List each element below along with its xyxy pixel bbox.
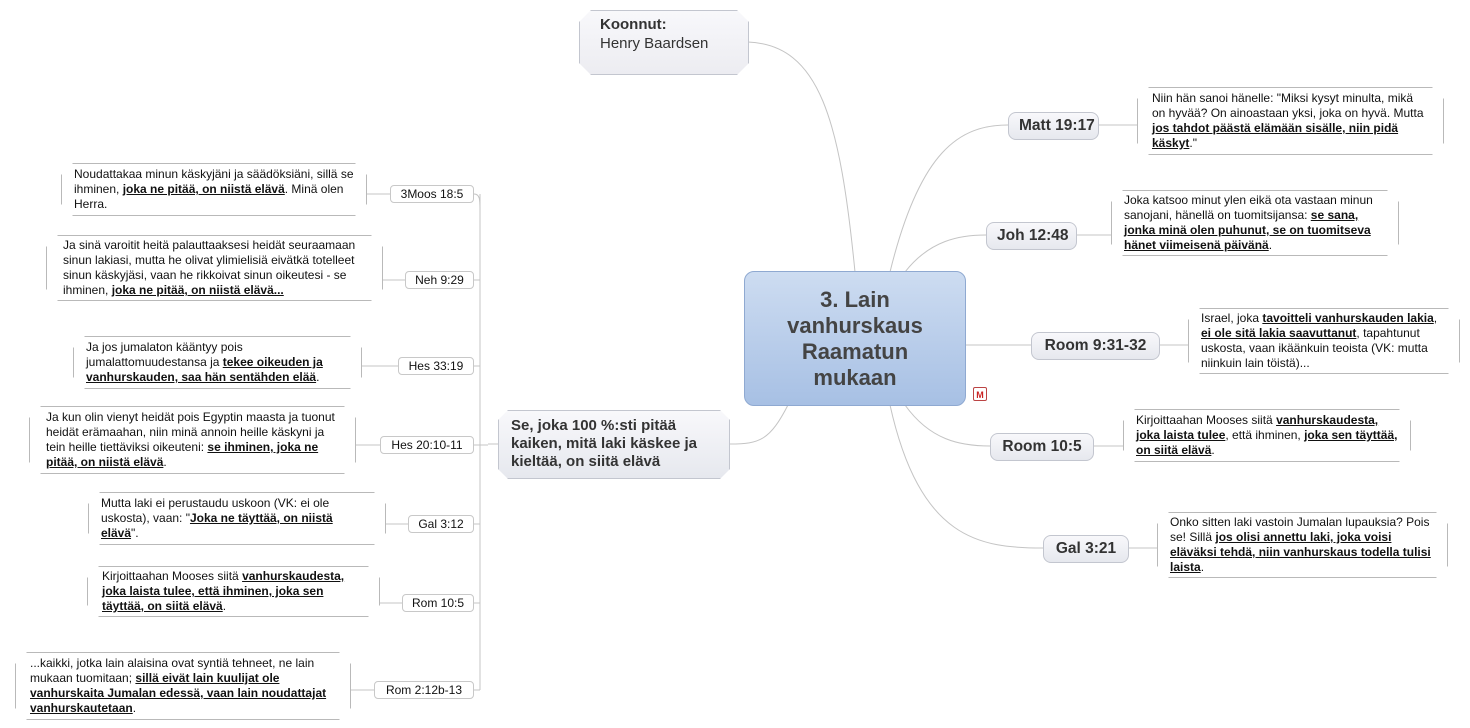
right-ref-label[interactable]: Room 9:31-32 xyxy=(1031,332,1160,360)
note-text: . xyxy=(222,599,227,613)
ref-text: Rom 10:5 xyxy=(411,596,465,610)
emphasized-text: tavoitteli vanhurskauden lakia xyxy=(1262,311,1434,325)
emphasized-text: jos olisi annettu laki, joka voisi elävä… xyxy=(1170,530,1431,574)
emphasized-text: tekee oikeuden ja vanhurskauden, saa hän… xyxy=(86,355,323,384)
right-note: Joka katsoo minut ylen eikä ota vastaan … xyxy=(1111,190,1399,256)
emphasized-text: jos tahdot päästä elämään sisälle, niin … xyxy=(1152,121,1399,150)
note-text: Ja jos jumalaton kääntyy pois jumalattom… xyxy=(86,340,243,369)
mindmap-file-icon[interactable]: M xyxy=(973,387,987,401)
right-ref-label[interactable]: Gal 3:21 xyxy=(1043,535,1129,563)
emphasized-text: joka sen täyttää, on siitä elävä xyxy=(1136,428,1398,457)
emphasized-text: Joka ne täyttää, on niistä elävä xyxy=(101,511,333,540)
central-title: 3. Lain vanhurskaus Raamatun mukaan xyxy=(787,286,923,390)
note-text: Onko sitten laki vastoin Jumalan lupauks… xyxy=(1170,515,1430,544)
left-note: ...kaikki, jotka lain alaisina ovat synt… xyxy=(15,652,351,720)
note-text: , xyxy=(1433,311,1438,325)
note-text: ...kaikki, jotka lain alaisina ovat synt… xyxy=(30,656,315,685)
ref-text: 3Moos 18:5 xyxy=(400,187,464,201)
ref-text: Hes 20:10-11 xyxy=(391,438,463,452)
ref-text: Rom 2:12b-13 xyxy=(385,683,463,697)
note-text: . xyxy=(316,370,320,384)
note-text: . Minä olen Herra. xyxy=(74,182,344,211)
note-text: Kirjoittaahan Mooses siitä xyxy=(102,569,243,583)
ref-text: Gal 3:21 xyxy=(1055,540,1117,557)
left-ref-label[interactable]: Hes 33:19 xyxy=(398,357,474,375)
ref-text: Matt 19:17 xyxy=(1019,117,1095,134)
emphasized-text: sillä eivät lain kuulijat ole vanhurskai… xyxy=(30,671,327,715)
left-ref-label[interactable]: Gal 3:12 xyxy=(408,515,474,533)
right-note: Israel, joka tavoitteli vanhurskauden la… xyxy=(1188,308,1460,374)
note-text: Ja kun olin vienyt heidät pois Egyptin m… xyxy=(46,410,335,454)
ref-text: Room 10:5 xyxy=(1002,438,1082,455)
author-name: Henry Baardsen xyxy=(600,35,709,52)
right-ref-label[interactable]: Joh 12:48 xyxy=(986,222,1077,250)
note-text: . xyxy=(1211,443,1215,457)
left-note: Noudattakaa minun käskyjäni ja säädöksiä… xyxy=(61,163,367,216)
note-text: Ja sinä varoitit heitä palauttaaksesi he… xyxy=(63,238,356,297)
emphasized-text: vanhurskaudesta, joka laista tulee xyxy=(1136,413,1379,442)
note-text: . xyxy=(1268,238,1273,252)
note-text: ." xyxy=(1189,136,1197,150)
central-topic[interactable]: 3. Lain vanhurskaus Raamatun mukaan xyxy=(744,271,966,406)
note-text: Niin hän sanoi hänelle: "Miksi kysyt min… xyxy=(1152,91,1424,120)
left-note: Kirjoittaahan Mooses siitä vanhurskaudes… xyxy=(87,566,380,617)
left-note: Ja jos jumalaton kääntyy pois jumalattom… xyxy=(73,336,362,389)
left-ref-label[interactable]: Hes 20:10-11 xyxy=(380,436,474,454)
note-text: Noudattakaa minun käskyjäni ja säädöksiä… xyxy=(74,167,354,196)
emphasized-text: ei ole sitä lakia saavuttanut xyxy=(1201,326,1357,340)
emphasized-text: joka ne pitää, on niistä elävä xyxy=(122,182,285,196)
left-ref-label[interactable]: Rom 10:5 xyxy=(402,594,474,612)
note-text: , että ihminen, xyxy=(1225,428,1305,442)
right-note: Kirjoittaahan Mooses siitä vanhurskaudes… xyxy=(1123,409,1411,462)
left-note: Mutta laki ei perustaudu uskoon (VK: ei … xyxy=(88,492,386,545)
left-ref-label[interactable]: Rom 2:12b-13 xyxy=(374,681,474,699)
main-branch-node[interactable]: Se, joka 100 %:sti pitää kaiken, mitä la… xyxy=(498,410,730,479)
note-text: Joka katsoo minut ylen eikä ota vastaan … xyxy=(1124,193,1373,222)
right-note: Onko sitten laki vastoin Jumalan lupauks… xyxy=(1157,512,1448,578)
left-note: Ja kun olin vienyt heidät pois Egyptin m… xyxy=(29,406,356,474)
ref-text: Hes 33:19 xyxy=(408,359,464,373)
author-node[interactable]: Koonnut: Henry Baardsen xyxy=(579,10,749,75)
right-ref-label[interactable]: Room 10:5 xyxy=(990,433,1094,461)
note-text: , tapahtunut uskosta, vaan ikäänkuin teo… xyxy=(1201,326,1428,370)
left-ref-label[interactable]: 3Moos 18:5 xyxy=(390,185,474,203)
note-text: . xyxy=(1200,560,1205,574)
right-ref-label[interactable]: Matt 19:17 xyxy=(1008,112,1099,140)
note-text: Mutta laki ei perustaudu uskoon (VK: ei … xyxy=(101,496,330,525)
author-heading: Koonnut: xyxy=(600,16,667,33)
emphasized-text: joka ne pitää, on niistä elävä... xyxy=(111,283,284,297)
ref-text: Joh 12:48 xyxy=(997,227,1069,244)
note-text: Israel, joka xyxy=(1201,311,1263,325)
left-note: Ja sinä varoitit heitä palauttaaksesi he… xyxy=(46,235,383,301)
emphasized-text: se sana, jonka minä olen puhunut, se on … xyxy=(1124,208,1371,252)
ref-text: Neh 9:29 xyxy=(415,273,464,287)
note-text: Kirjoittaahan Mooses siitä xyxy=(1136,413,1277,427)
emphasized-text: se ihminen, joka ne pitää, on niistä elä… xyxy=(46,440,319,469)
left-ref-label[interactable]: Neh 9:29 xyxy=(405,271,474,289)
main-branch-label: Se, joka 100 %:sti pitää kaiken, mitä la… xyxy=(511,417,697,470)
emphasized-text: vanhurskaudesta, joka laista tulee, että… xyxy=(102,569,345,613)
note-text: ". xyxy=(131,526,139,540)
ref-text: Gal 3:12 xyxy=(418,517,464,531)
right-note: Niin hän sanoi hänelle: "Miksi kysyt min… xyxy=(1137,87,1444,155)
note-text: . xyxy=(163,455,167,469)
ref-text: Room 9:31-32 xyxy=(1044,337,1147,354)
note-text: . xyxy=(132,701,137,715)
